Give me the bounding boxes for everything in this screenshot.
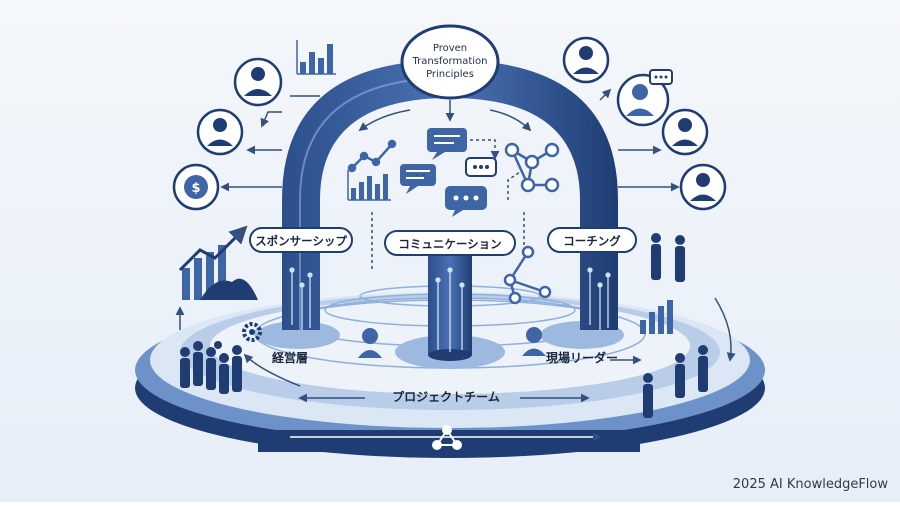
svg-text:コーチング: コーチング	[563, 234, 621, 248]
person-avatar-icon	[198, 110, 242, 154]
site-leaders-label: 現場リーダー	[546, 350, 618, 365]
typing-bubble-icon	[466, 158, 496, 176]
executives-label: 経営層	[272, 350, 308, 365]
title-line-3: Principles	[426, 69, 474, 80]
project-team-label: プロジェクトチーム	[392, 389, 500, 404]
svg-text:$: $	[191, 181, 200, 196]
person-avatar-icon	[235, 59, 281, 105]
person-avatar-icon	[681, 165, 725, 209]
title-line-2: Transformation	[411, 56, 487, 67]
title-badge: Proven Transformation Principles	[402, 26, 498, 98]
svg-text:スポンサーシップ: スポンサーシップ	[255, 234, 347, 248]
person-avatar-icon	[564, 38, 608, 82]
communication-label: コミュニケーション	[385, 231, 515, 255]
footer-credit: 2025 AI KnowledgeFlow	[733, 477, 888, 492]
title-line-1: Proven	[433, 43, 467, 54]
svg-text:コミュニケーション: コミュニケーション	[398, 237, 501, 251]
coaching-label: コーチング	[548, 228, 636, 252]
dollar-gear-icon: $	[174, 165, 218, 209]
sponsorship-label: スポンサーシップ	[250, 228, 352, 252]
person-avatar-icon	[663, 110, 707, 154]
